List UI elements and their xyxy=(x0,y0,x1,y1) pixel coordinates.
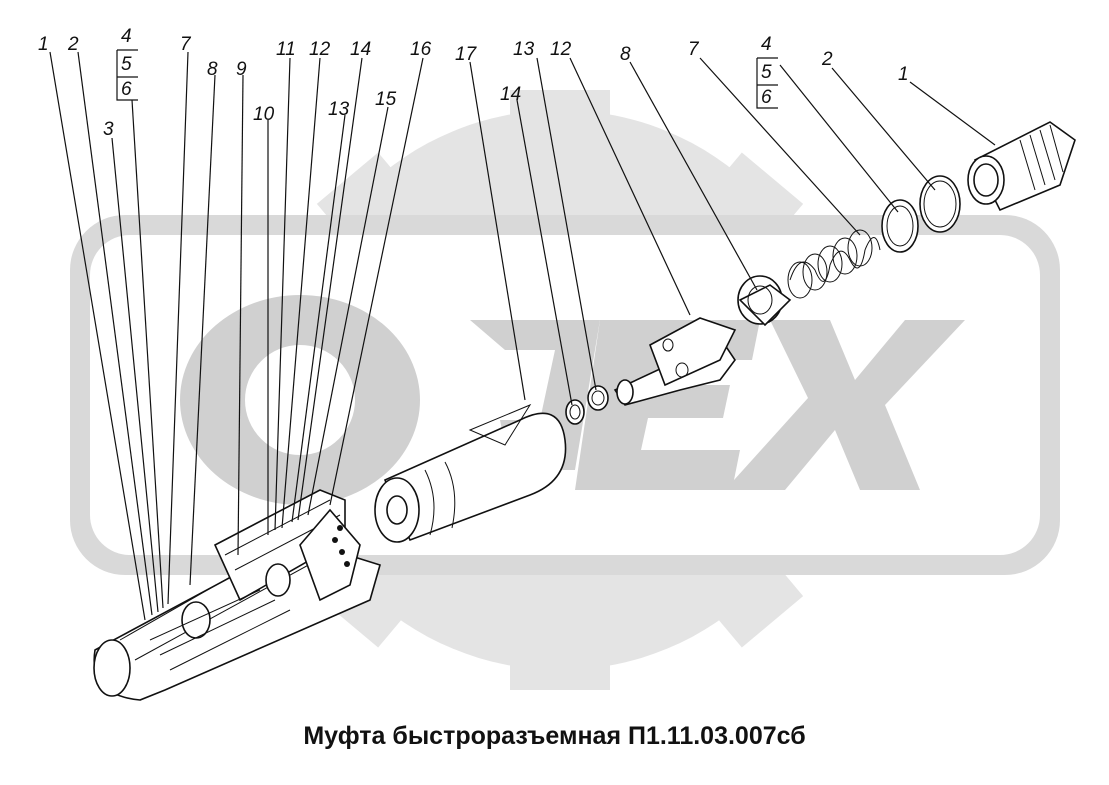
callout-left-6: 6 xyxy=(121,79,132,100)
callout-right-7: 7 xyxy=(688,39,700,60)
leader-lines xyxy=(49,51,996,621)
part-13-ring-right xyxy=(587,385,609,411)
callout-left-4: 4 xyxy=(121,26,132,47)
part-14-ring-right xyxy=(565,399,585,425)
callout-left-2: 2 xyxy=(67,34,79,55)
part-1-nipple xyxy=(967,121,1076,212)
part-12-valve xyxy=(613,317,737,406)
callout-right-6: 6 xyxy=(761,87,772,108)
callout-left-1: 1 xyxy=(38,34,49,55)
callout-left-14: 14 xyxy=(350,39,371,60)
callout-right-4: 4 xyxy=(761,34,772,55)
callout-left-15: 15 xyxy=(375,89,397,110)
part-8-sleeve xyxy=(737,275,792,327)
part-2-ring xyxy=(919,175,961,233)
callout-right-2: 2 xyxy=(821,49,833,70)
callout-left-7: 7 xyxy=(180,34,192,55)
part-4-5-6-ring xyxy=(881,199,919,253)
callout-left-11: 11 xyxy=(276,39,296,60)
figure-caption: Муфта быстроразъемная П1.11.03.007сб xyxy=(303,722,806,750)
part-17-body xyxy=(374,403,567,543)
callout-left-16: 16 xyxy=(410,39,432,60)
callout-right-12: 12 xyxy=(550,39,572,60)
callout-17: 17 xyxy=(455,44,478,65)
callout-left-5: 5 xyxy=(121,54,132,75)
callout-left-9: 9 xyxy=(236,59,247,80)
callout-left-8: 8 xyxy=(207,59,218,80)
callout-left-13: 13 xyxy=(328,99,350,120)
callout-left-12: 12 xyxy=(309,39,331,60)
callout-right-13: 13 xyxy=(513,39,535,60)
callout-right-8: 8 xyxy=(620,44,631,65)
callout-right-14: 14 xyxy=(500,84,521,105)
callout-right-5: 5 xyxy=(761,62,772,83)
callout-right-1: 1 xyxy=(898,64,909,85)
callout-left-3: 3 xyxy=(103,119,114,140)
assembled-coupling xyxy=(93,489,381,701)
callout-left-10: 10 xyxy=(253,104,275,125)
callouts: 1 2 3 4 5 6 7 8 9 10 11 12 14 13 15 16 1… xyxy=(38,26,909,140)
part-7-spring xyxy=(787,229,881,299)
